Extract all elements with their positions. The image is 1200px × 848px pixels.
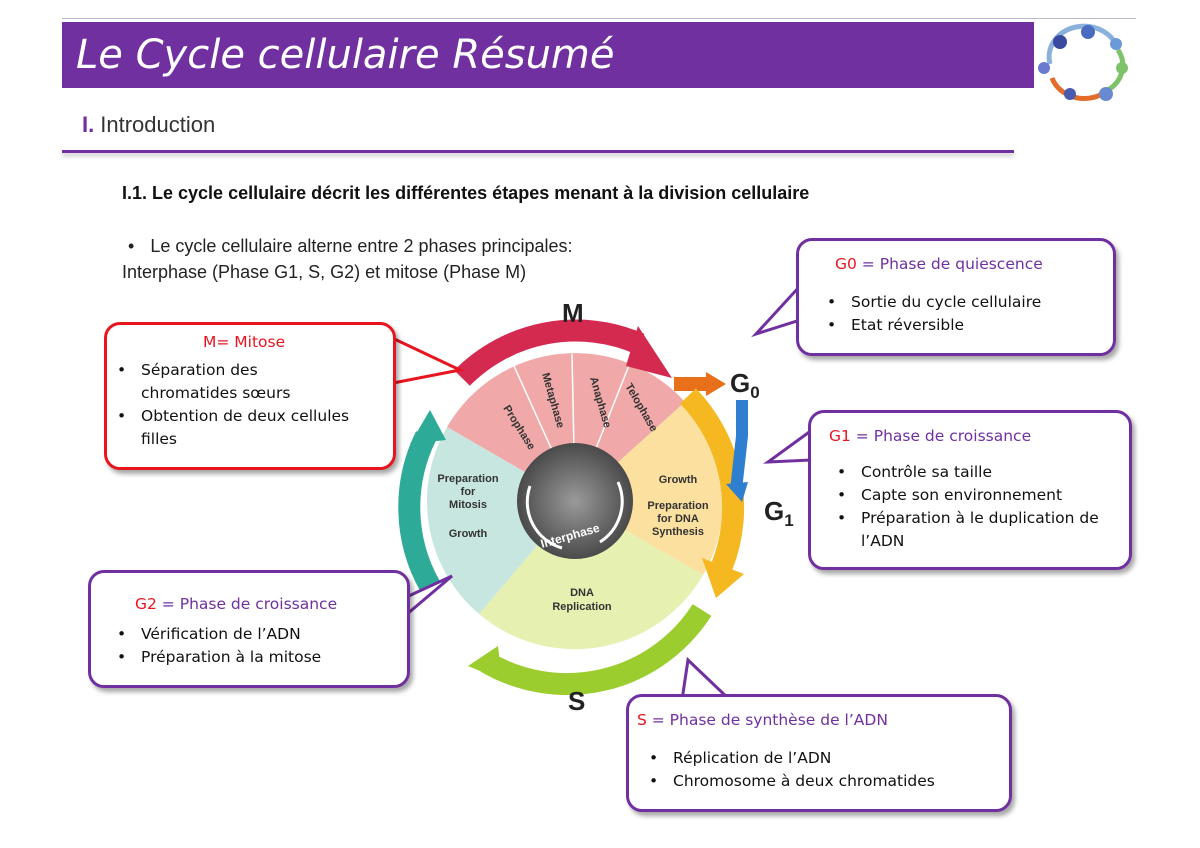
- list-item: Préparation à la mitose: [109, 646, 405, 669]
- label-g0: G0: [730, 368, 760, 402]
- s-text-1: DNA: [570, 587, 594, 599]
- g2-text-2: for: [461, 486, 476, 498]
- list-item: Réplication de l’ADN: [641, 747, 1001, 770]
- callout-g1: G1 = Phase de croissance Contrôle sa tai…: [808, 410, 1132, 570]
- g2-sector: [426, 427, 575, 614]
- g1-text-3: for DNA: [657, 513, 699, 525]
- callout-g0-title: G0 = Phase de quiescence: [835, 255, 1043, 273]
- g2-text-4: Growth: [449, 528, 488, 540]
- callout-mitosis-list: Séparation des chromatides sœurs Obtenti…: [109, 359, 389, 451]
- title-bar: Le Cycle cellulaire Résumé: [62, 22, 1034, 88]
- bullet: •: [128, 236, 135, 256]
- list-item: Capte son environnement: [829, 484, 1125, 507]
- callout-s: S = Phase de synthèse de l’ADN Réplicati…: [626, 694, 1012, 812]
- label-g1: G1: [764, 496, 794, 530]
- callout-g2-list: Vérification de l’ADN Préparation à la m…: [109, 623, 405, 669]
- g1-arc-head: [702, 558, 744, 598]
- page-title: Le Cycle cellulaire Résumé: [76, 32, 615, 78]
- intro-line-2: Interphase (Phase G1, S, G2) et mitose (…: [122, 262, 527, 282]
- list-item: Chromosome à deux chromatides: [641, 770, 1001, 793]
- m-arc-head: [626, 326, 672, 378]
- g1-arc: [679, 388, 745, 571]
- callout-mitosis-title: M= Mitose: [203, 333, 286, 351]
- section-label: Introduction: [100, 112, 216, 137]
- callout-g0-list: Sortie du cycle cellulaire Etat réversib…: [819, 291, 1109, 337]
- s-sector: [479, 501, 703, 650]
- title-rule: [62, 18, 1136, 19]
- intro-text: • Le cycle cellulaire alterne entre 2 pha…: [122, 233, 573, 285]
- section-number: I.: [82, 112, 95, 137]
- callout-s-title: S = Phase de synthèse de l’ADN: [637, 711, 888, 729]
- s-arc-head: [468, 646, 502, 680]
- list-item: Etat réversible: [819, 314, 1109, 337]
- list-item: Séparation des chromatides sœurs: [109, 359, 291, 405]
- label-m: M: [562, 298, 584, 328]
- g1-text-1: Growth: [659, 474, 698, 486]
- s-arc: [480, 603, 712, 696]
- list-item: Obtention de deux cellules filles: [109, 405, 373, 451]
- callout-g2-title: G2 = Phase de croissance: [135, 595, 338, 613]
- g0-return-arrow: [730, 400, 748, 491]
- callout-s-list: Réplication de l’ADN Chromosome à deux c…: [641, 747, 1001, 793]
- g1-text-2: Preparation: [647, 500, 708, 512]
- g2-arc-head: [410, 410, 446, 444]
- callout-g0: G0 = Phase de quiescence Sortie du cycle…: [796, 238, 1116, 356]
- section-heading: I.Introduction: [82, 112, 215, 138]
- callout-mitosis: M= Mitose Séparation des chromatides sœu…: [104, 322, 396, 470]
- list-item: Sortie du cycle cellulaire: [819, 291, 1109, 314]
- callout-g1-title: G1 = Phase de croissance: [829, 427, 1032, 445]
- list-item: Vérification de l’ADN: [109, 623, 405, 646]
- interphase-core: [517, 443, 633, 559]
- cell-cycle-logo-icon: [1038, 23, 1128, 102]
- intro-line-1-text: Le cycle cellulaire alterne entre 2 phas…: [150, 236, 573, 256]
- g2-arc: [398, 431, 440, 592]
- subtitle: I.1. Le cycle cellulaire décrit les diff…: [122, 183, 810, 203]
- intro-line-1: • Le cycle cellulaire alterne entre 2 pha…: [122, 233, 573, 259]
- g1-text-4: Synthesis: [652, 526, 704, 538]
- pointer-g0: [751, 282, 802, 338]
- list-item: Préparation à le duplication de l’ADN: [829, 507, 1125, 553]
- section-rule: [62, 150, 1014, 153]
- list-item: Contrôle sa taille: [829, 461, 1125, 484]
- callout-g1-list: Contrôle sa taille Capte son environneme…: [829, 461, 1125, 553]
- label-s: S: [568, 686, 585, 716]
- g1-sector: [575, 402, 723, 575]
- pointer-g1: [763, 427, 814, 464]
- mitosis-sector: [447, 353, 685, 501]
- callout-g2: G2 = Phase de croissance Vérification de…: [88, 570, 410, 688]
- m-arc: [454, 319, 645, 386]
- s-text-2: Replication: [552, 601, 612, 613]
- pointer-m: [386, 333, 465, 386]
- cell-cycle-diagram: M G0 G1 G2 S Prophase Metaphase Anaphase…: [398, 298, 794, 716]
- g2-text-1: Preparation: [437, 473, 498, 485]
- g2-text-3: Mitosis: [449, 499, 487, 511]
